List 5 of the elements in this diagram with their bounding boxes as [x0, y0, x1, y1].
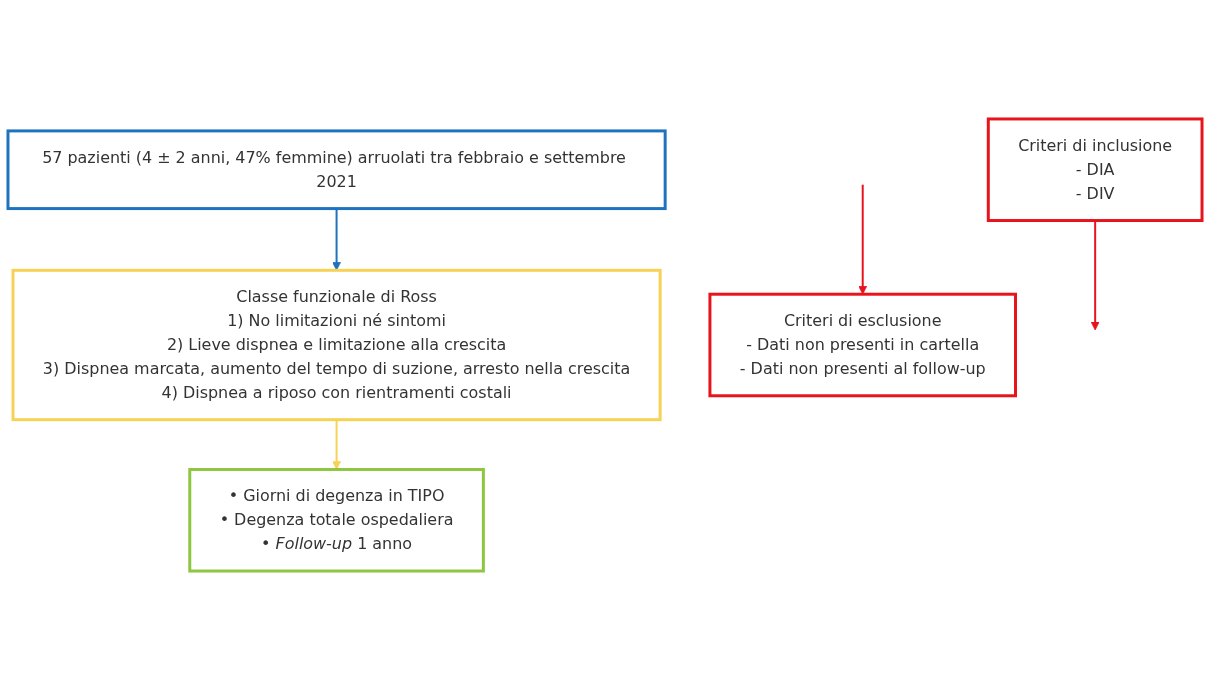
node-box: 57 pazienti (4 ± 2 anni, 47% femmine) arruolati tra febbraio e settembre 2021	[6, 128, 667, 210]
node-box: Criteri di esclusione - Dati non presenti in cartella - Dati non presenti al follow-up	[708, 292, 1017, 397]
node-box: Criteri di inclusione - DIA - DIV	[986, 116, 1204, 222]
node-box: Classe funzionale di Ross 1) No limitazioni né sintomi 2) Lieve dispnea e limitazione alla crescita 3) Dispnea marcata, aumento del tempo di suzione, arresto nella crescita 4) Dispnea a riposo con rientramenti costali	[11, 268, 662, 421]
node-box: • Giorni di degenza in TIPO • Degenza totale ospedaliera • Follow-up 1 anno	[188, 467, 485, 572]
